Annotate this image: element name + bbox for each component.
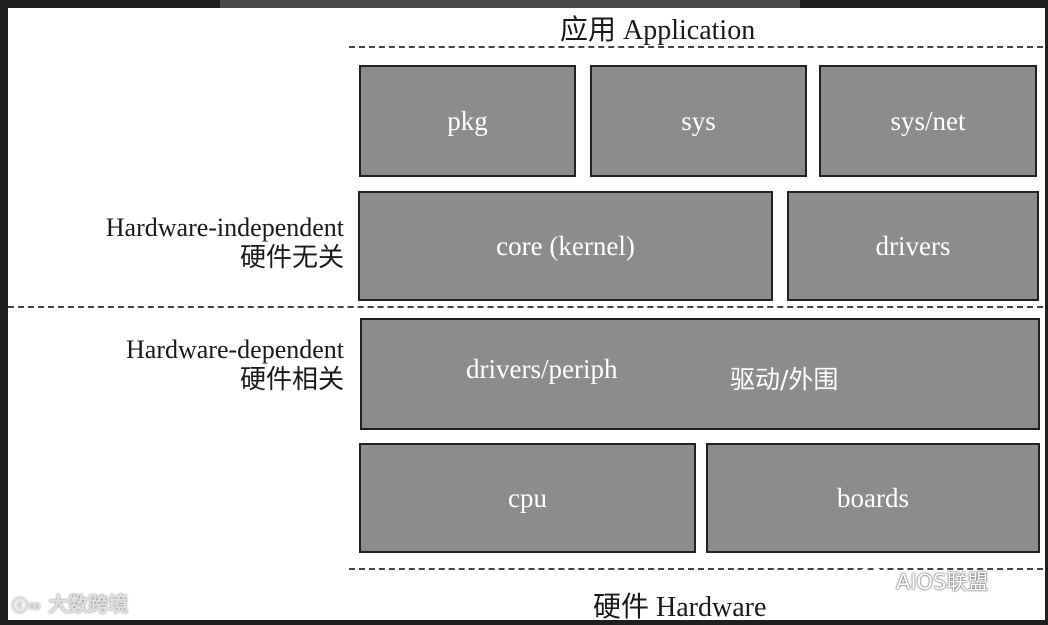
core-kernel-block: core (kernel) bbox=[358, 191, 773, 301]
hardware-dependent-en: Hardware-dependent bbox=[126, 335, 344, 364]
sys-block: sys bbox=[590, 65, 807, 177]
diagram-canvas: 应用 Application pkg sys sys/net core (ker… bbox=[8, 8, 1045, 623]
watermark-right-text: AIOS联盟 bbox=[896, 569, 989, 594]
hardware-bottom-divider bbox=[349, 568, 1043, 570]
application-layer-label: 应用 Application bbox=[560, 15, 756, 46]
application-divider bbox=[349, 46, 1043, 48]
hardware-divider bbox=[8, 306, 1043, 308]
watermark-logo-icon: ⓒ∞ bbox=[12, 596, 42, 615]
top-strip bbox=[220, 0, 800, 8]
hardware-layer-label: 硬件 Hardware bbox=[593, 592, 767, 623]
boards-block: boards bbox=[706, 443, 1040, 553]
hardware-independent-zh: 硬件无关 bbox=[239, 243, 344, 272]
watermark-left-text: 大数跨境 bbox=[48, 592, 129, 616]
drivers-periph-block: drivers/periph 驱动/外围 bbox=[360, 318, 1040, 430]
watermark-left: ⓒ∞ 大数跨境 bbox=[12, 588, 128, 617]
hardware-independent-label: Hardware-independent 硬件无关 bbox=[106, 213, 344, 273]
hardware-independent-en: Hardware-independent bbox=[105, 213, 344, 242]
pkg-block: pkg bbox=[359, 65, 576, 177]
sys-net-block: sys/net bbox=[819, 65, 1037, 177]
wechat-icon bbox=[858, 565, 892, 596]
drivers-periph-zh-label: 驱动/外围 bbox=[730, 365, 839, 394]
hardware-dependent-zh: 硬件相关 bbox=[239, 365, 344, 394]
watermark-right: AIOS联盟 bbox=[858, 565, 988, 596]
cpu-block: cpu bbox=[359, 443, 696, 553]
drivers-periph-label: drivers/periph bbox=[466, 354, 618, 384]
hardware-dependent-label: Hardware-dependent 硬件相关 bbox=[126, 335, 344, 395]
drivers-block: drivers bbox=[787, 191, 1039, 301]
